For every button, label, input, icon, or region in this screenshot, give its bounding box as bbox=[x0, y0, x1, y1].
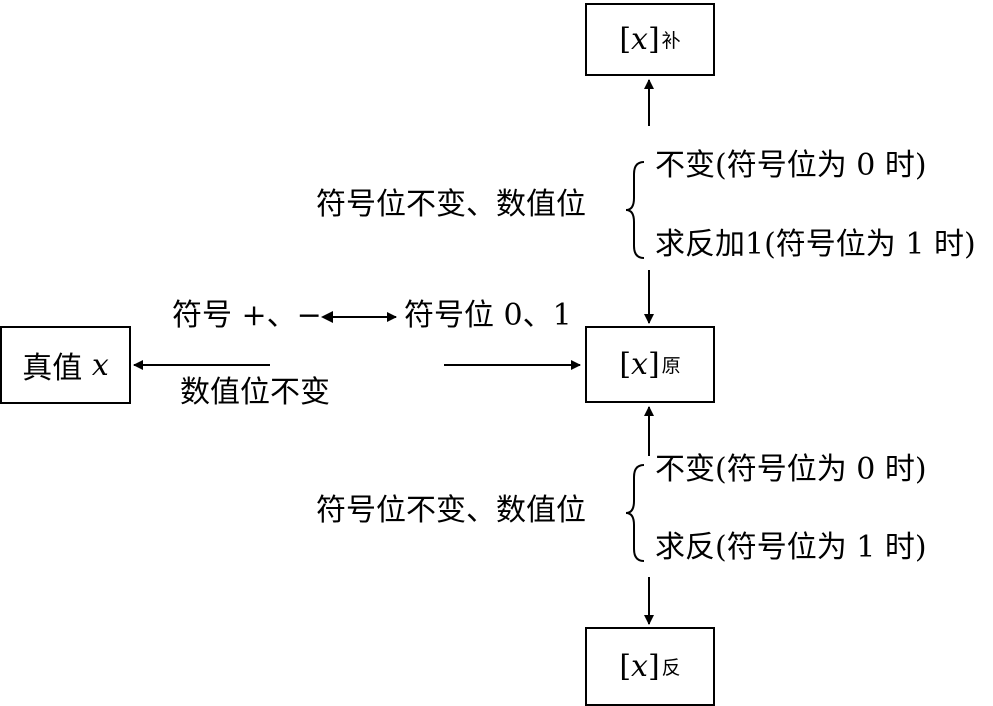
sign-magnitude-bracket: [x] bbox=[619, 347, 660, 382]
top-option-1: 不变(符号位为 0 时) bbox=[655, 148, 927, 183]
ones-complement-subscript: 反 bbox=[661, 657, 681, 679]
complement-subscript: 补 bbox=[661, 30, 681, 52]
sign-magnitude-subscript: 原 bbox=[661, 355, 681, 377]
top-brace bbox=[625, 161, 645, 259]
true-value-var: x bbox=[91, 347, 109, 383]
complement-bracket: [x] bbox=[619, 22, 660, 57]
true-value-prefix: 真值 bbox=[22, 351, 92, 386]
ones-complement-box: [x]反 bbox=[585, 627, 715, 706]
bottom-option-1: 不变(符号位为 0 时) bbox=[655, 452, 927, 487]
ones-complement-bracket: [x] bbox=[619, 649, 660, 684]
bottom-left-label: 符号位不变、数值位 bbox=[316, 493, 586, 528]
sign-bits-label: 符号位 0、1 bbox=[404, 298, 572, 333]
true-value-box: 真值 x bbox=[0, 326, 131, 404]
top-option-2: 求反加1(符号位为 1 时) bbox=[655, 227, 976, 262]
complement-box: [x]补 bbox=[585, 3, 715, 76]
bottom-option-2: 求反(符号位为 1 时) bbox=[655, 530, 927, 565]
sign-plus-minus-label: 符号 +、− bbox=[172, 298, 322, 333]
bottom-brace bbox=[625, 464, 645, 562]
sign-magnitude-box: [x]原 bbox=[585, 326, 715, 403]
top-left-label: 符号位不变、数值位 bbox=[316, 187, 586, 222]
magnitude-unchanged-label: 数值位不变 bbox=[180, 375, 330, 410]
double-arrow-left-head bbox=[321, 311, 333, 323]
